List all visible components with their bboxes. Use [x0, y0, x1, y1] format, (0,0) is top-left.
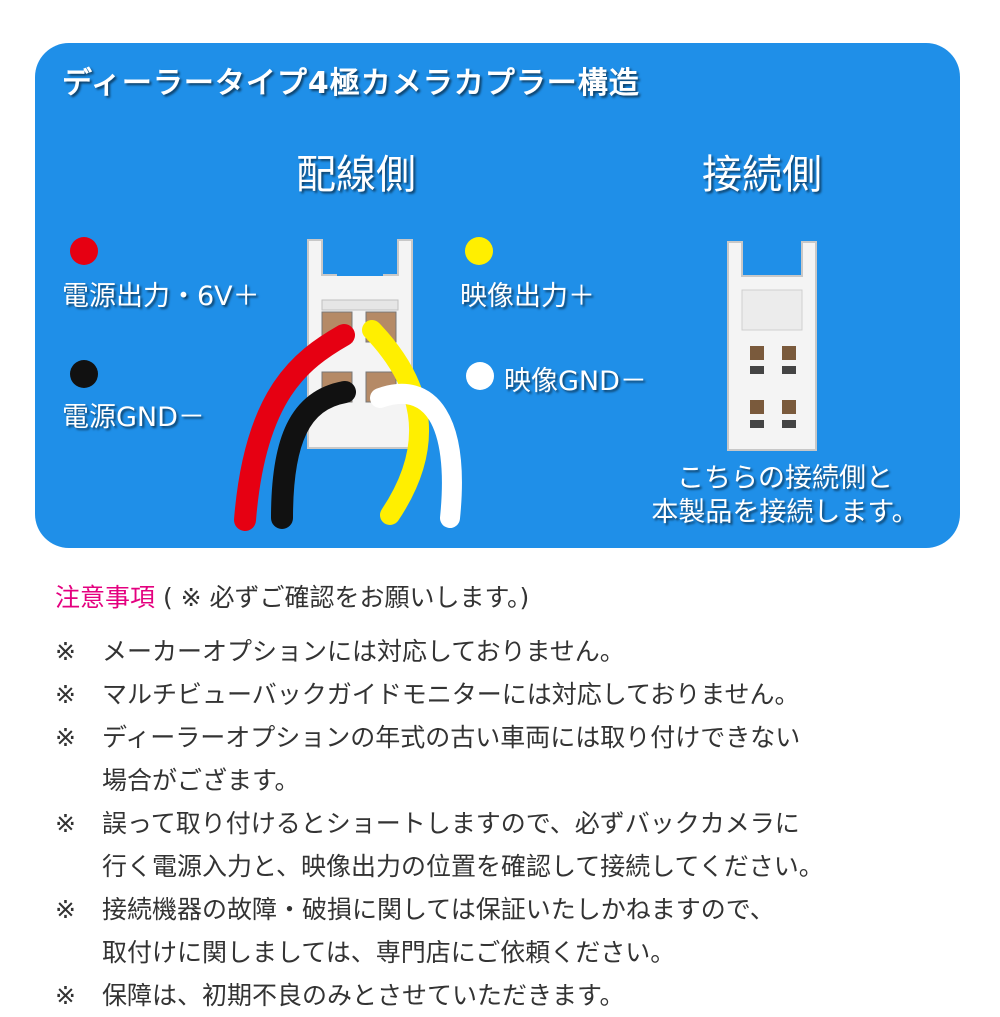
note-mark: ※	[55, 981, 76, 1010]
note-line: 取付けに関しましては、専門店にご依頼ください。	[102, 938, 676, 967]
note-line: 保障は、初期不良のみとさせていただきます。	[102, 981, 625, 1010]
note-line: メーカーオプションには対応しておりません。	[102, 637, 625, 666]
red-dot-icon	[70, 237, 98, 265]
note-item: ※ メーカーオプションには対応しておりません。	[55, 630, 965, 673]
connector-diagram	[234, 239, 817, 531]
note-mark: ※	[55, 895, 76, 924]
note-text: 保障は、初期不良のみとさせていただきます。	[102, 974, 965, 1017]
note-line: ディーラーオプションの年式の古い車両には取り付けできない	[102, 723, 801, 752]
notes-title: 注意事項 ( ※ 必ずご確認をお願いします。)	[55, 578, 529, 614]
note-line: 誤って取り付けるとショートしますので、必ずバックカメラに	[102, 809, 800, 838]
power-output-label: 電源出力・6V＋	[62, 281, 260, 312]
note-line: 接続機器の故障・破損に関しては保証いたしかねますので、	[102, 895, 775, 924]
caption-line: 本製品を接続します。	[651, 497, 919, 528]
notes-title-prefix: 注意事項	[55, 583, 156, 612]
connection-connector-body	[727, 241, 817, 451]
notes-list: ※ メーカーオプションには対応しておりません。 ※ マルチビューバックガイドモニターに…	[55, 630, 965, 1017]
note-mark: ※	[55, 680, 76, 709]
note-item: ※ 誤って取り付けるとショートしますので、必ずバックカメラに行く電源入力と、映像出…	[55, 802, 965, 888]
note-line: マルチビューバックガイドモニターには対応しておりません。	[102, 680, 800, 709]
note-item: ※ マルチビューバックガイドモニターには対応しておりません。	[55, 673, 965, 716]
note-text: メーカーオプションには対応しておりません。	[102, 630, 965, 673]
connection-side-heading: 接続側	[702, 152, 822, 198]
power-gnd-label: 電源GND－	[62, 402, 205, 433]
note-line: 行く電源入力と、映像出力の位置を確認して接続してください。	[102, 852, 824, 881]
wiring-connector-latch	[337, 258, 383, 276]
white-wire	[370, 383, 462, 528]
black-dot-icon	[70, 360, 98, 388]
red-wire	[234, 324, 355, 531]
note-mark: ※	[55, 637, 76, 666]
note-item: ※ 接続機器の故障・破損に関しては保証いたしかねますので、取付けに関しましては、専…	[55, 888, 965, 974]
video-gnd-label: 映像GND－	[504, 366, 647, 397]
white-dot-icon	[466, 362, 494, 390]
connection-terminal	[782, 346, 796, 360]
yellow-dot-icon	[465, 237, 493, 265]
connection-terminal	[750, 346, 764, 360]
note-text: マルチビューバックガイドモニターには対応しておりません。	[102, 673, 965, 716]
video-output-label: 映像出力＋	[460, 281, 595, 312]
note-text: ディーラーオプションの年式の古い車両には取り付けできない場合がござます。	[102, 716, 965, 802]
connection-terminal	[750, 400, 764, 414]
note-line: 場合がござます。	[102, 766, 300, 795]
yellow-wire	[362, 320, 430, 525]
wiring-side-heading: 配線側	[296, 152, 416, 198]
note-mark: ※	[55, 723, 76, 752]
caption-line: こちらの接続側と	[677, 463, 893, 494]
note-text: 誤って取り付けるとショートしますので、必ずバックカメラに行く電源入力と、映像出力…	[102, 802, 965, 888]
connection-terminal	[782, 400, 796, 414]
note-mark: ※	[55, 809, 76, 838]
black-wire	[271, 381, 356, 529]
note-text: 接続機器の故障・破損に関しては保証いたしかねますので、取付けに関しましては、専門…	[102, 888, 965, 974]
connection-connector-latch	[760, 256, 784, 272]
note-item: ※ 保障は、初期不良のみとさせていただきます。	[55, 974, 965, 1017]
notes-title-suffix: ( ※ 必ずご確認をお願いします。)	[155, 583, 530, 612]
note-item: ※ ディーラーオプションの年式の古い車両には取り付けできない場合がござます。	[55, 716, 965, 802]
panel-title: ディーラータイプ4極カメラカプラー構造	[62, 66, 640, 101]
connection-caption: こちらの接続側と 本製品を接続します。	[640, 462, 930, 530]
wires	[234, 320, 462, 531]
connection-side-connector	[727, 241, 817, 451]
